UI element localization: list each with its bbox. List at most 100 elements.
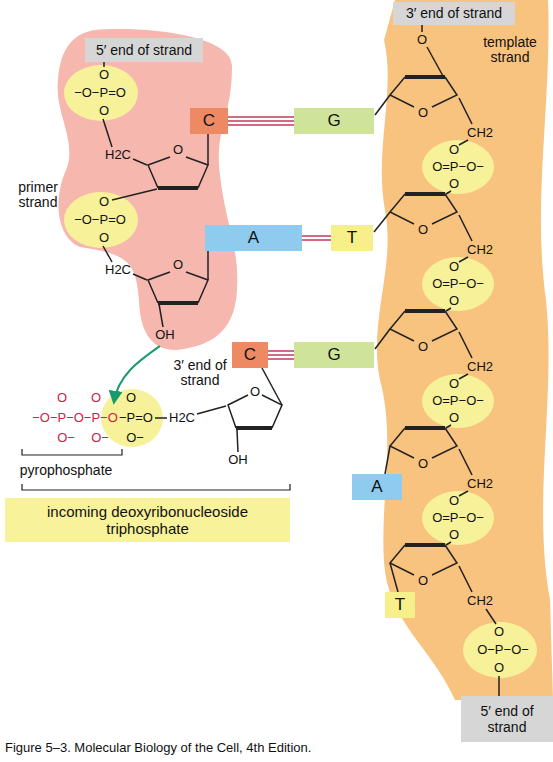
hydrogen-bond	[268, 351, 294, 359]
base-box: G	[294, 108, 374, 134]
chem-label: O	[418, 106, 428, 120]
node-text: 5′ end of strand	[466, 703, 548, 735]
bond-line	[390, 311, 472, 358]
chem-label: O−	[57, 431, 75, 445]
chem-label: O	[91, 391, 101, 405]
base-box: T	[331, 225, 373, 251]
chem-label: O	[449, 143, 459, 157]
chem-label: O	[99, 104, 109, 118]
chem-label: −O−P=O	[74, 213, 126, 227]
node-text: T	[347, 228, 357, 248]
node-text: incoming deoxyribonucleoside triphosphat…	[10, 503, 285, 538]
hydrogen-bond	[302, 236, 331, 240]
bond-line	[262, 368, 282, 405]
node-text: T	[395, 595, 405, 615]
chem-label: O	[449, 260, 459, 274]
figure-caption: Figure 5–3. Molecular Biology of the Cel…	[5, 740, 311, 755]
chem-label: O=P−O−	[432, 511, 484, 525]
dntp-box: incoming deoxyribonucleoside triphosphat…	[5, 498, 290, 542]
chem-label: CH2	[467, 594, 493, 608]
phosphate-ellipse	[422, 374, 494, 428]
chem-label: O	[449, 377, 459, 391]
chem-label: CH2	[467, 360, 493, 374]
node-text: A	[248, 228, 259, 248]
base-box: A	[352, 474, 402, 500]
node-text: C	[203, 111, 215, 131]
end-label-box: 5′ end of strand	[461, 696, 553, 742]
bond-line	[133, 249, 208, 303]
bond-line	[390, 77, 472, 124]
bond-line	[421, 24, 423, 32]
bond-line	[236, 426, 272, 430]
chem-label: O	[449, 177, 459, 191]
phosphate-ellipse	[422, 257, 494, 311]
chem-label: H2C	[169, 411, 195, 425]
end-label-box: 5′ end of strand	[85, 38, 203, 62]
bond-line	[498, 676, 500, 696]
chem-label: O	[173, 143, 183, 157]
bond-line	[486, 609, 496, 624]
chem-label: O	[418, 223, 428, 237]
end-label: 3′ end of strand	[168, 358, 232, 389]
chem-label: CH2	[467, 477, 493, 491]
bracket	[22, 449, 122, 455]
chem-label: −P=O	[119, 411, 153, 425]
chem-label: O	[449, 494, 459, 508]
chem-label: O=P−O−	[432, 277, 484, 291]
chem-label: O−	[91, 431, 109, 445]
node-text: C	[244, 345, 256, 365]
template-strand-band	[377, 0, 553, 700]
phosphate-ellipse	[64, 192, 138, 248]
bond-line	[159, 304, 163, 327]
phosphate-ellipse	[463, 622, 537, 678]
chem-label: H2C	[105, 263, 131, 277]
chem-label: O−	[126, 431, 144, 445]
bond-line	[103, 24, 499, 696]
base-box: T	[385, 592, 415, 618]
bond-line	[390, 545, 472, 592]
bond-line	[228, 395, 248, 428]
chem-label: O	[494, 661, 504, 675]
bond-line	[375, 95, 390, 115]
bond-line	[385, 446, 390, 474]
reaction-arrow	[114, 346, 160, 402]
node-text: G	[327, 111, 340, 131]
chem-label: CH2	[467, 243, 493, 257]
node-text: 5′ end of strand	[96, 42, 192, 58]
chem-label: O	[99, 231, 109, 245]
bond-line	[103, 62, 105, 67]
primer-strand-band	[58, 29, 238, 350]
chem-label: O=P−O−	[432, 394, 484, 408]
chem-label: O=P−O−	[432, 160, 484, 174]
strand-label: template strand	[475, 35, 545, 66]
phosphate-ellipse	[422, 140, 494, 194]
chem-label: OH	[155, 328, 175, 342]
chem-label: O	[417, 33, 427, 47]
chem-label: O	[449, 528, 459, 542]
bond-line	[197, 406, 226, 414]
bracket	[22, 484, 290, 490]
group-label: pyrophosphate	[20, 463, 113, 478]
chem-label: O	[494, 625, 504, 639]
bond-line	[427, 47, 443, 76]
bond-line	[374, 212, 390, 232]
chem-label: OH	[228, 453, 248, 467]
chem-label: H2C	[105, 148, 131, 162]
chem-label: O	[99, 68, 109, 82]
phosphate-ellipse	[422, 491, 494, 545]
node-text: 3′ end of strand	[406, 5, 502, 21]
chem-label: O	[173, 258, 183, 272]
bond-line	[375, 329, 390, 349]
chem-label: O−P−O−	[477, 643, 529, 657]
node-text: G	[327, 345, 340, 365]
bond-line	[133, 134, 208, 188]
phosphate-ellipse	[64, 65, 138, 121]
hydrogen-bond	[228, 117, 294, 125]
bond-line	[390, 194, 472, 241]
bond-line	[103, 119, 112, 147]
phosphate-ellipse	[64, 65, 537, 678]
base-box: A	[205, 225, 302, 251]
chem-label: O	[449, 411, 459, 425]
bond-line	[112, 189, 157, 200]
